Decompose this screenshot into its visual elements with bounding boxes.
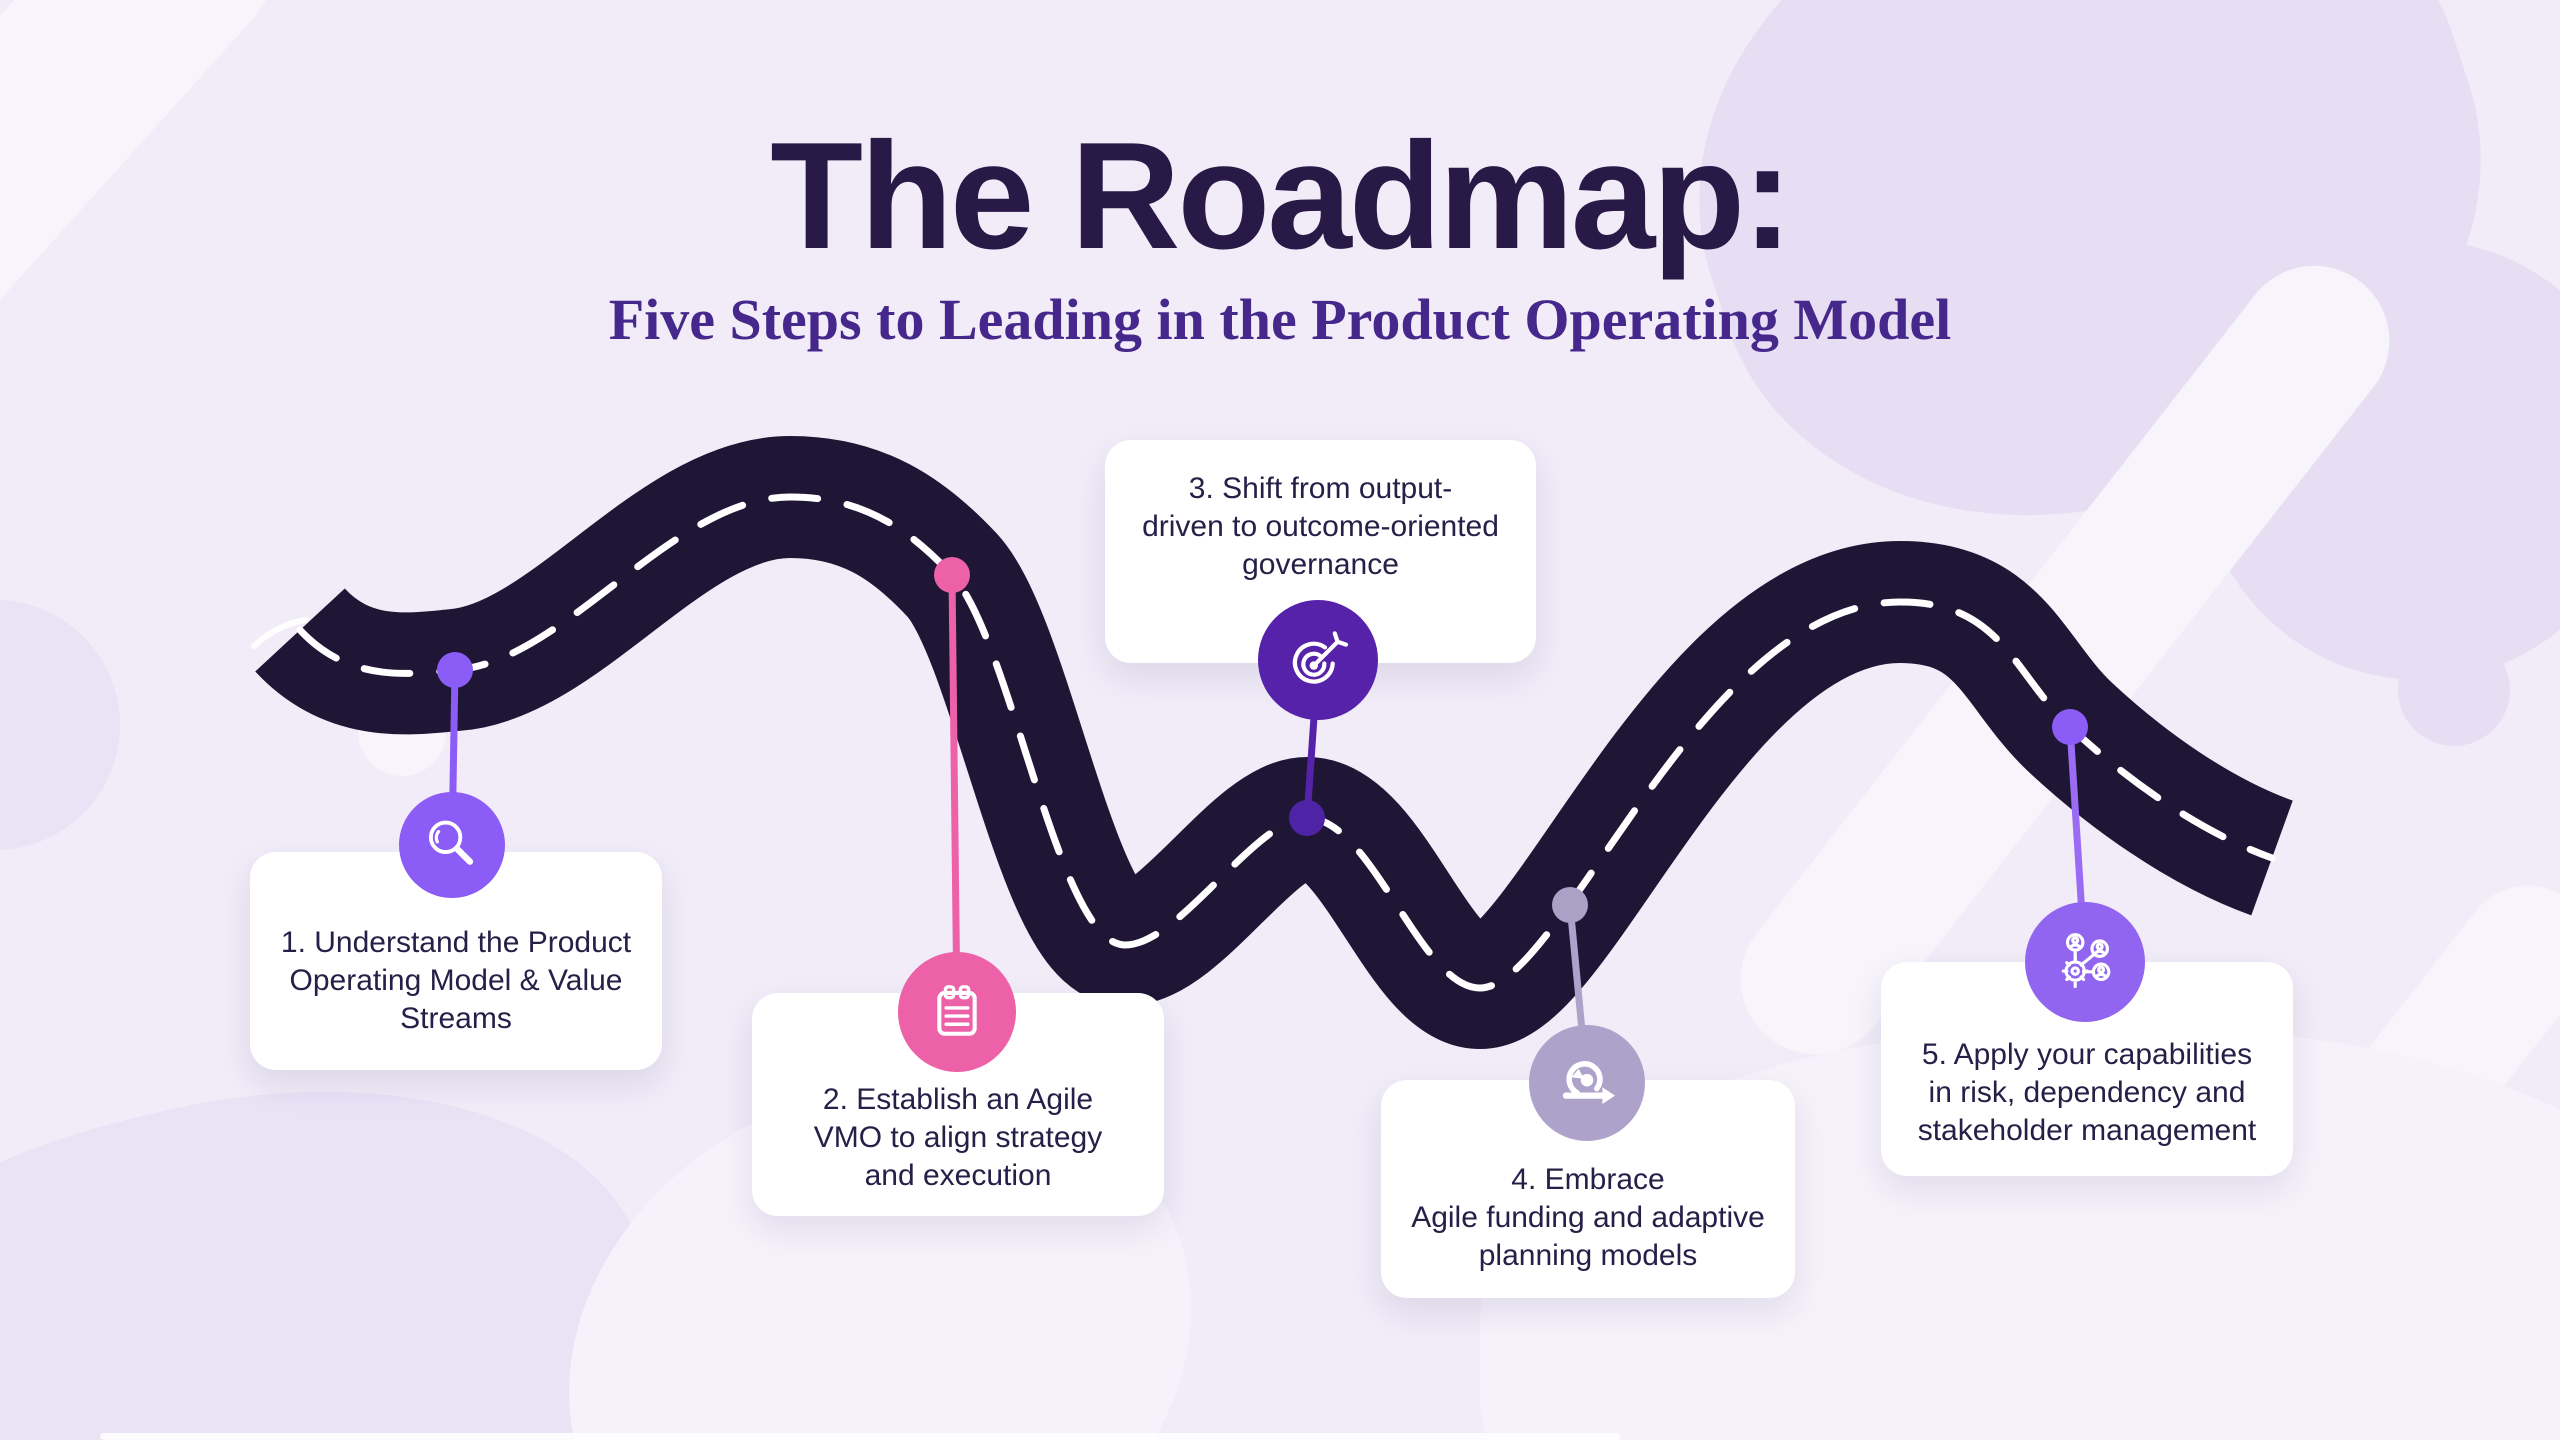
step-4-road-dot [1552,887,1588,923]
step-2-connector [948,574,961,1012]
step-4-badge [1529,1025,1645,1141]
page-subtitle: Five Steps to Leading in the Product Ope… [608,287,1952,352]
step-5-badge [2025,902,2145,1022]
gear-network-icon [2061,933,2111,989]
step-4-card: 4. Embrace Agile funding and adaptive pl… [1381,1080,1795,1298]
magnifier-icon [428,820,474,865]
step-5-road-dot [2052,709,2088,745]
step-4-label: 4. Embrace Agile funding and adaptive pl… [1411,1163,1765,1272]
step-1-road-dot [437,652,473,688]
step-3-road-dot [1289,800,1325,836]
step-3-label: 3. Shift from output- driven to outcome-… [1142,471,1499,581]
header: The Roadmap: Five Steps to Leading in th… [0,0,2560,352]
clipboard-icon [937,985,977,1036]
page-title: The Roadmap: [770,111,1793,281]
background-blob [100,1433,1620,1440]
step-3-badge [1258,600,1378,720]
background-blob [2398,634,2510,746]
road-start-arc [251,617,309,649]
step-1-badge [399,792,505,898]
target-dart-icon [1292,631,1349,684]
road-center-dashes [296,493,2276,992]
step-2-label: 2. Establish an Agile VMO to align strat… [813,1082,1103,1192]
step-2-badge [898,952,1016,1072]
step-5-label: 5. Apply your capabilities in risk, depe… [1917,1038,2257,1147]
sprint-loop-icon [1562,1061,1615,1104]
step-1-label: 1. Understand the Product Operating Mode… [280,926,632,1035]
step-2-road-dot [934,557,970,593]
